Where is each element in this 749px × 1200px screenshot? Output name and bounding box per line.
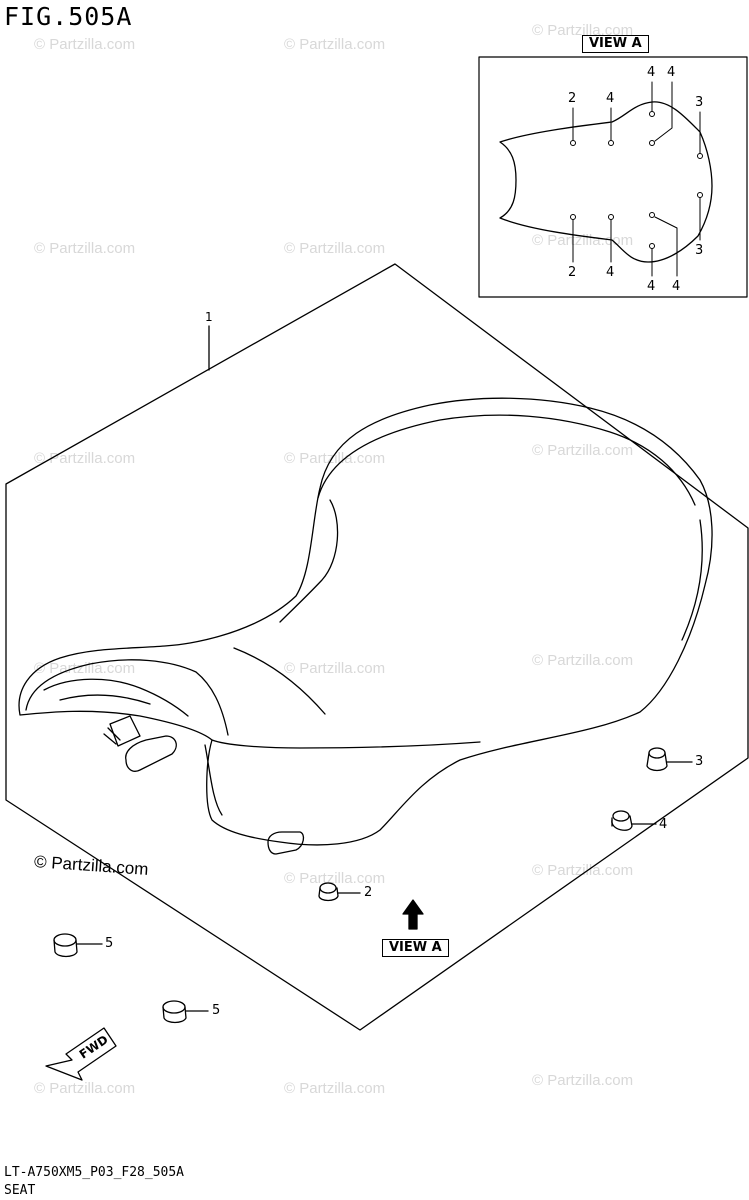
part-5-grommet xyxy=(53,933,103,958)
watermark: © Partzilla.com xyxy=(532,1072,634,1089)
watermark: © Partzilla.com xyxy=(284,240,386,257)
part-3-grommet xyxy=(646,747,693,772)
watermark: © Partzilla.com xyxy=(532,232,634,249)
inset-leaders xyxy=(572,81,701,277)
part-2-grommet xyxy=(318,882,361,902)
watermark: © Partzilla.com xyxy=(532,22,634,39)
callout-1: 1 xyxy=(205,310,213,324)
inset-holes xyxy=(570,111,703,249)
callout-4: 4 xyxy=(659,817,668,832)
watermark: © Partzilla.com xyxy=(532,442,634,459)
inset-seat-base xyxy=(499,101,713,263)
inset-callout-4: 4 xyxy=(606,91,615,106)
fwd-arrow xyxy=(45,1027,117,1081)
view-a-arrow xyxy=(402,899,424,930)
callout-3: 3 xyxy=(695,754,704,769)
diagram-code: LT-A750XM5_P03_F28_505A xyxy=(4,1165,185,1180)
figure-title: FIG.505A xyxy=(4,2,133,31)
part-4-grommet xyxy=(611,810,657,831)
view-a-inset-frame xyxy=(478,56,748,298)
diagram-name: SEAT xyxy=(4,1183,36,1198)
watermark: © Partzilla.com xyxy=(284,870,386,887)
callout-5: 5 xyxy=(212,1003,221,1018)
watermark: © Partzilla.com xyxy=(284,660,386,677)
inset-callout-2: 2 xyxy=(568,91,577,106)
watermark: © Partzilla.com xyxy=(284,36,386,53)
assembly-frame xyxy=(5,263,749,1031)
callout-5: 5 xyxy=(105,936,114,951)
watermark: © Partzilla.com xyxy=(34,1080,136,1097)
watermark: © Partzilla.com xyxy=(284,450,386,467)
watermark: © Partzilla.com xyxy=(532,862,634,879)
inset-callout-4: 4 xyxy=(667,65,676,80)
part-5-grommet xyxy=(162,1000,209,1024)
watermark: © Partzilla.com xyxy=(284,1080,386,1097)
inset-callout-4: 4 xyxy=(647,65,656,80)
inset-callout-4: 4 xyxy=(647,279,656,294)
watermark: © Partzilla.com xyxy=(34,240,136,257)
watermark: © Partzilla.com xyxy=(34,36,136,53)
watermark: © Partzilla.com xyxy=(34,660,136,677)
seat-part-1 xyxy=(18,397,713,855)
inset-callout-3: 3 xyxy=(695,243,704,258)
inset-callout-4: 4 xyxy=(672,279,681,294)
inset-callout-3: 3 xyxy=(695,95,704,110)
view-a-pointer-label: VIEW A xyxy=(382,939,449,957)
inset-callout-4: 4 xyxy=(606,265,615,280)
view-a-inset-title: VIEW A xyxy=(582,35,649,53)
callout-2: 2 xyxy=(364,885,373,900)
watermark: © Partzilla.com xyxy=(532,652,634,669)
inset-callout-2: 2 xyxy=(568,265,577,280)
